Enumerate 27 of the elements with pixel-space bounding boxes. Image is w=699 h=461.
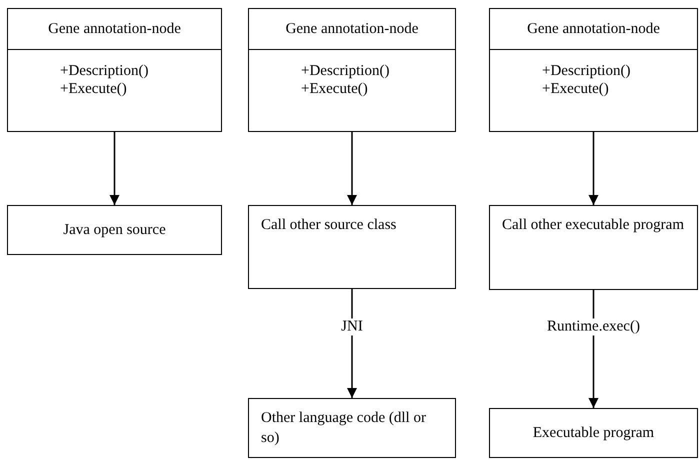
arrow: [110, 132, 120, 205]
process-box: [248, 205, 456, 289]
box-text: Call other executable program: [502, 216, 684, 235]
process-box: [489, 205, 698, 290]
arrow: [347, 132, 357, 205]
method-name: +Description(): [542, 62, 630, 80]
class-box: [7, 8, 222, 132]
box-text: Other language code (dll or so): [261, 409, 427, 448]
process-box: [7, 205, 222, 255]
method-name: +Execute(): [301, 80, 368, 98]
edge-label: JNI: [339, 318, 365, 336]
method-name: +Description(): [301, 62, 390, 80]
class-box: [489, 8, 698, 132]
method-name: +Description(): [60, 62, 148, 80]
process-box: [248, 398, 456, 458]
process-box: [489, 408, 698, 458]
class-name: Gene annotation-node: [527, 20, 660, 38]
box-text: Executable program: [532, 424, 654, 443]
box-text: Call other source class: [261, 216, 396, 235]
class-name: Gene annotation-node: [286, 20, 418, 38]
arrow: [588, 132, 598, 205]
class-box: [248, 8, 456, 132]
class-name: Gene annotation-node: [48, 20, 181, 38]
method-name: +Execute(): [542, 80, 609, 98]
method-name: +Execute(): [60, 80, 127, 98]
box-text: Java open source: [63, 221, 166, 240]
edge-label: Runtime.exec(): [545, 318, 642, 336]
